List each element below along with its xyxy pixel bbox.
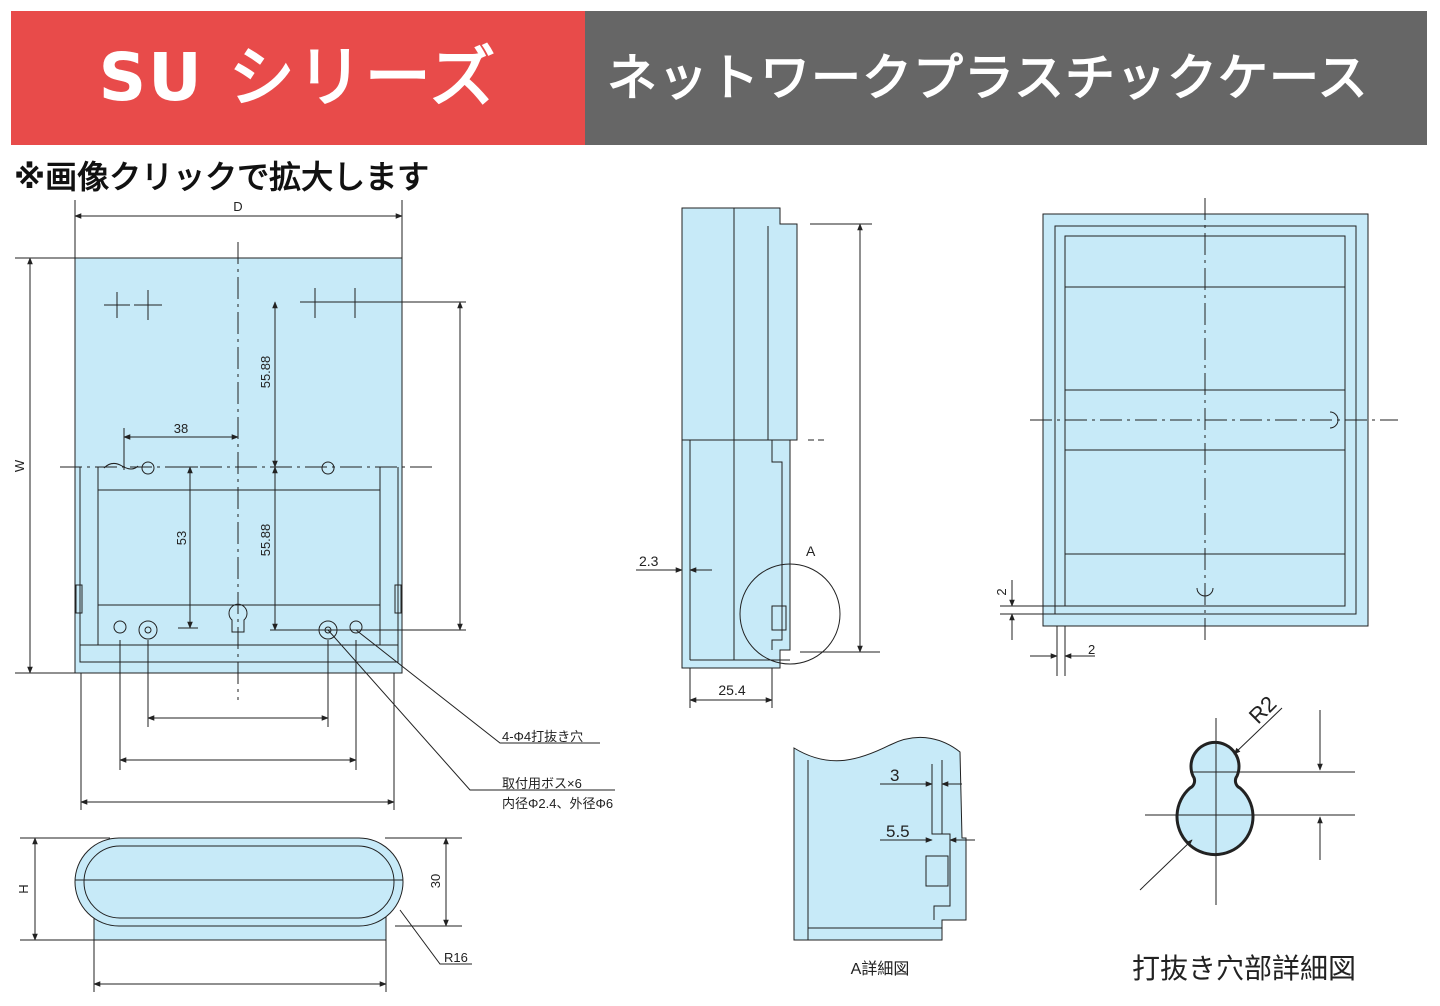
- callout-holes-label: 4-Φ4打抜き穴: [502, 729, 583, 744]
- dim-25-4-label: 25.4: [718, 682, 745, 698]
- dim-height-label: W: [12, 459, 27, 472]
- dim-width-label: D: [233, 199, 242, 214]
- dim-55-88-lower-label: 55.88: [258, 524, 273, 557]
- detail-a-circle: [739, 563, 841, 665]
- dim-5-5-label: 5.5: [886, 822, 910, 841]
- dim-2-vertical-label: 2: [994, 588, 1009, 595]
- side-view-labels: 2.3 25.4 A: [639, 543, 816, 698]
- detail-a-body: [793, 736, 967, 941]
- callout-boss-label: 取付用ボス×6: [502, 776, 582, 791]
- series-title: SU シリーズ: [98, 39, 498, 116]
- keyhole-shape: [1175, 740, 1255, 857]
- dim-53-label: 53: [174, 531, 189, 545]
- front-view: [15, 200, 615, 810]
- bottom-view: [20, 837, 472, 992]
- detail-a-caption: A詳細図: [851, 960, 910, 978]
- dim-55-88-upper-label: 55.88: [258, 356, 273, 389]
- click-to-enlarge-note[interactable]: ※画像クリックで拡大します: [14, 158, 430, 196]
- top-view-labels: 2 2: [994, 588, 1095, 657]
- hole-detail-view: [1139, 707, 1355, 905]
- callout-boss-size-label: 内径Φ2.4、外径Φ6: [502, 796, 613, 811]
- bottom-view-body: [74, 837, 404, 927]
- dim-r16-label: R16: [444, 950, 468, 965]
- hole-detail-caption: 打抜き穴部詳細図: [1132, 953, 1356, 984]
- side-view-body: [681, 207, 798, 669]
- dim-2-horizontal-label: 2: [1088, 642, 1095, 657]
- header-series-banner: SU シリーズ: [11, 11, 585, 145]
- header-product-banner: ネットワークプラスチックケース: [585, 11, 1427, 145]
- detail-a-marker: A: [806, 543, 816, 559]
- product-name: ネットワークプラスチックケース: [607, 49, 1369, 107]
- front-view-labels: D W 38 55.88 55.88 53 4-Φ4打抜き穴 取付用ボス×6 内…: [12, 199, 613, 811]
- detail-a-labels: 3 5.5 A詳細図: [851, 766, 910, 978]
- dim-30-label: 30: [428, 874, 443, 888]
- dim-38-label: 38: [174, 421, 188, 436]
- detail-a-view: [793, 736, 975, 941]
- dim-h-label: H: [16, 884, 31, 893]
- top-view: [1000, 198, 1398, 676]
- dim-3-label: 3: [890, 766, 899, 785]
- bottom-view-labels: H 30 R16: [16, 874, 468, 965]
- dim-2-3-label: 2.3: [639, 553, 659, 569]
- side-view: [636, 207, 880, 708]
- dim-r2-label: R2: [1244, 691, 1282, 729]
